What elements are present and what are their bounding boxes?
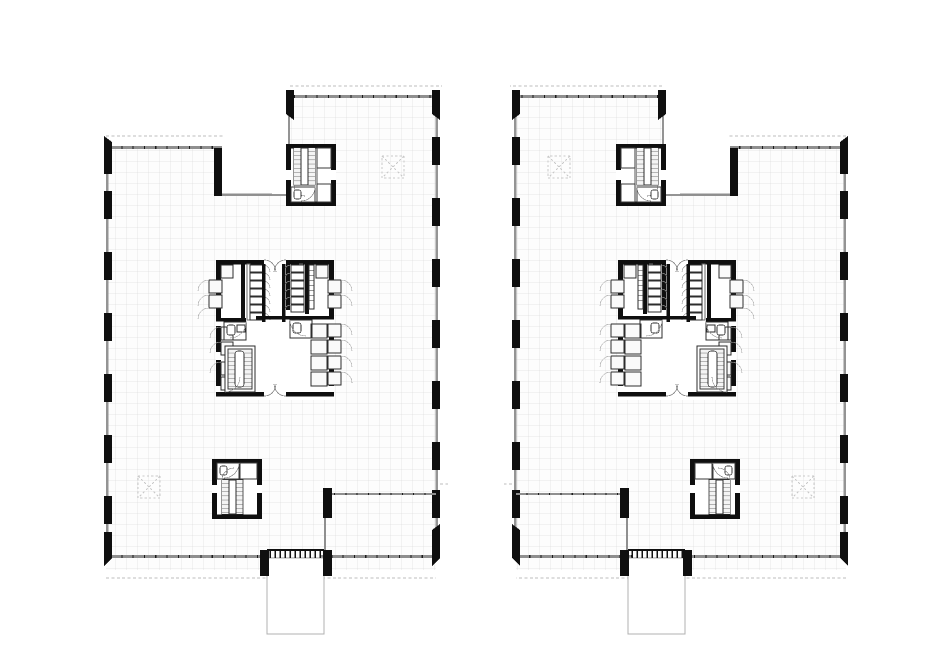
plan-left[interactable]: [104, 86, 448, 634]
plan-right[interactable]: [504, 86, 848, 634]
